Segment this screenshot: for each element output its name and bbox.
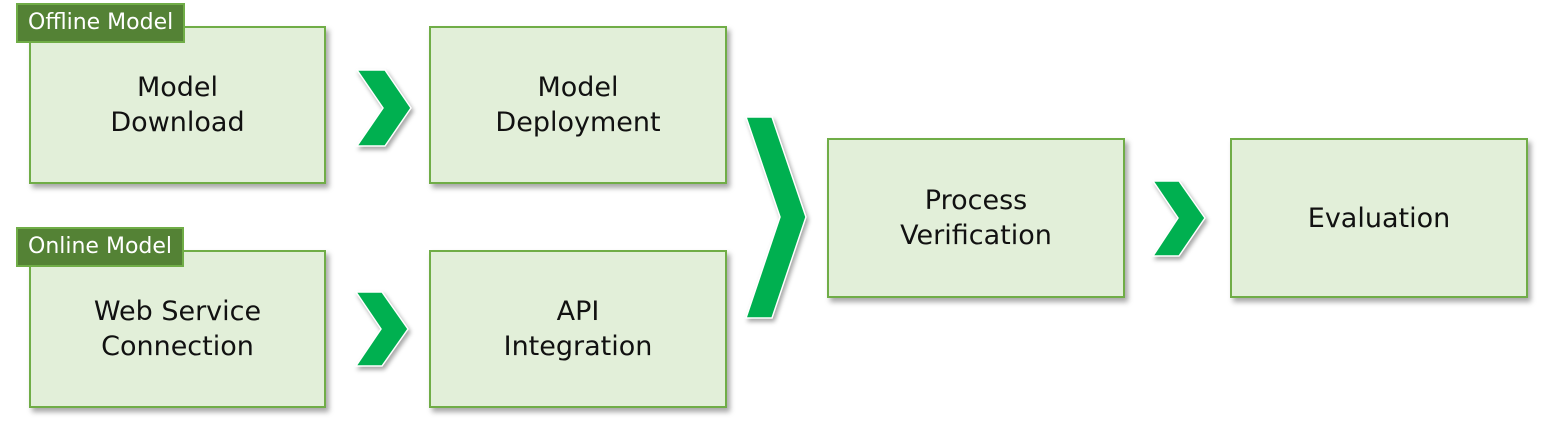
step-label: Model Deployment — [495, 72, 661, 138]
chevron-arrow-icon — [355, 69, 412, 147]
step-label: Model Download — [110, 72, 245, 138]
step-evaluation: Evaluation — [1230, 138, 1528, 298]
chevron-arrow-icon — [1151, 180, 1206, 257]
step-model-deployment: Model Deployment — [429, 26, 727, 184]
merge-chevron-arrow-icon — [744, 116, 807, 319]
online-model-tag: Online Model — [16, 227, 185, 267]
step-label: Evaluation — [1307, 202, 1451, 234]
step-label: Web Service Connection — [93, 296, 262, 362]
step-process-verification: Process Verification — [827, 138, 1125, 298]
step-model-download: Model Download — [29, 26, 326, 184]
step-label: Process Verification — [900, 185, 1052, 251]
step-web-service-connection: Web Service Connection — [29, 250, 326, 408]
step-label: API Integration — [503, 296, 653, 362]
chevron-arrow-icon — [354, 291, 409, 367]
offline-model-tag: Offline Model — [16, 3, 186, 43]
step-api-integration: API Integration — [429, 250, 727, 408]
